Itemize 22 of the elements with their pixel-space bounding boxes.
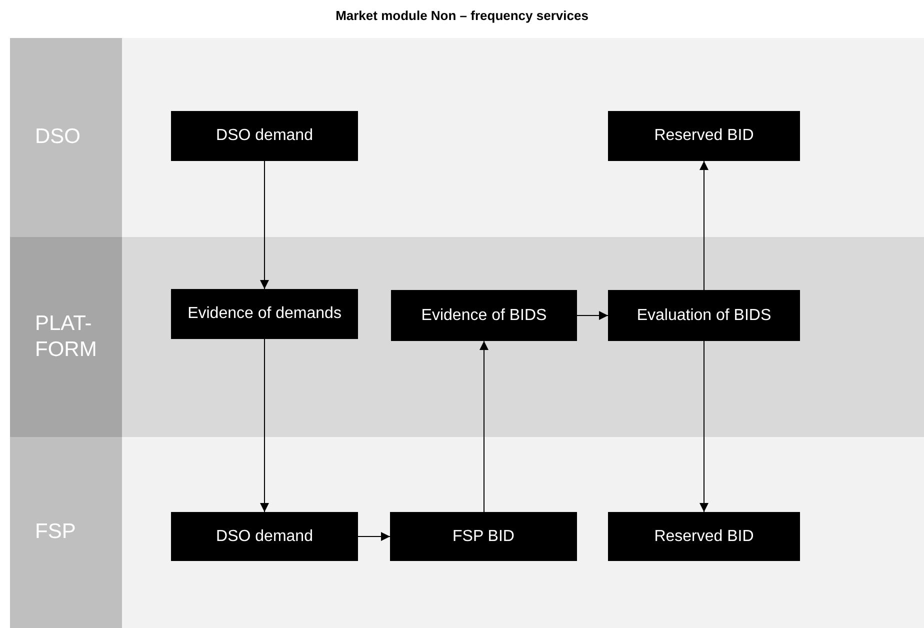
process-box: Evidence of BIDS [391, 290, 577, 341]
swimlane-band [10, 38, 924, 237]
lane-header: DSO [10, 38, 122, 237]
lane-header: FSP [10, 437, 122, 628]
arrow [358, 532, 390, 541]
process-box: DSO demand [171, 111, 358, 161]
arrow [260, 160, 269, 290]
arrow [260, 338, 269, 512]
process-box: Reserved BID [608, 512, 800, 561]
lane-header: PLAT- FORM [10, 237, 122, 437]
process-box: FSP BID [390, 512, 577, 561]
arrow [700, 340, 708, 512]
swimlane-band [10, 237, 924, 437]
diagram-title: Market module Non – frequency services [336, 8, 588, 23]
arrow [480, 340, 488, 512]
process-box: Reserved BID [608, 111, 800, 161]
arrow [700, 160, 708, 290]
arrow [576, 311, 608, 320]
process-box: Evaluation of BIDS [608, 290, 800, 341]
process-box: DSO demand [171, 512, 358, 561]
swimlane-band [10, 437, 924, 628]
process-box: Evidence of demands [171, 289, 358, 339]
